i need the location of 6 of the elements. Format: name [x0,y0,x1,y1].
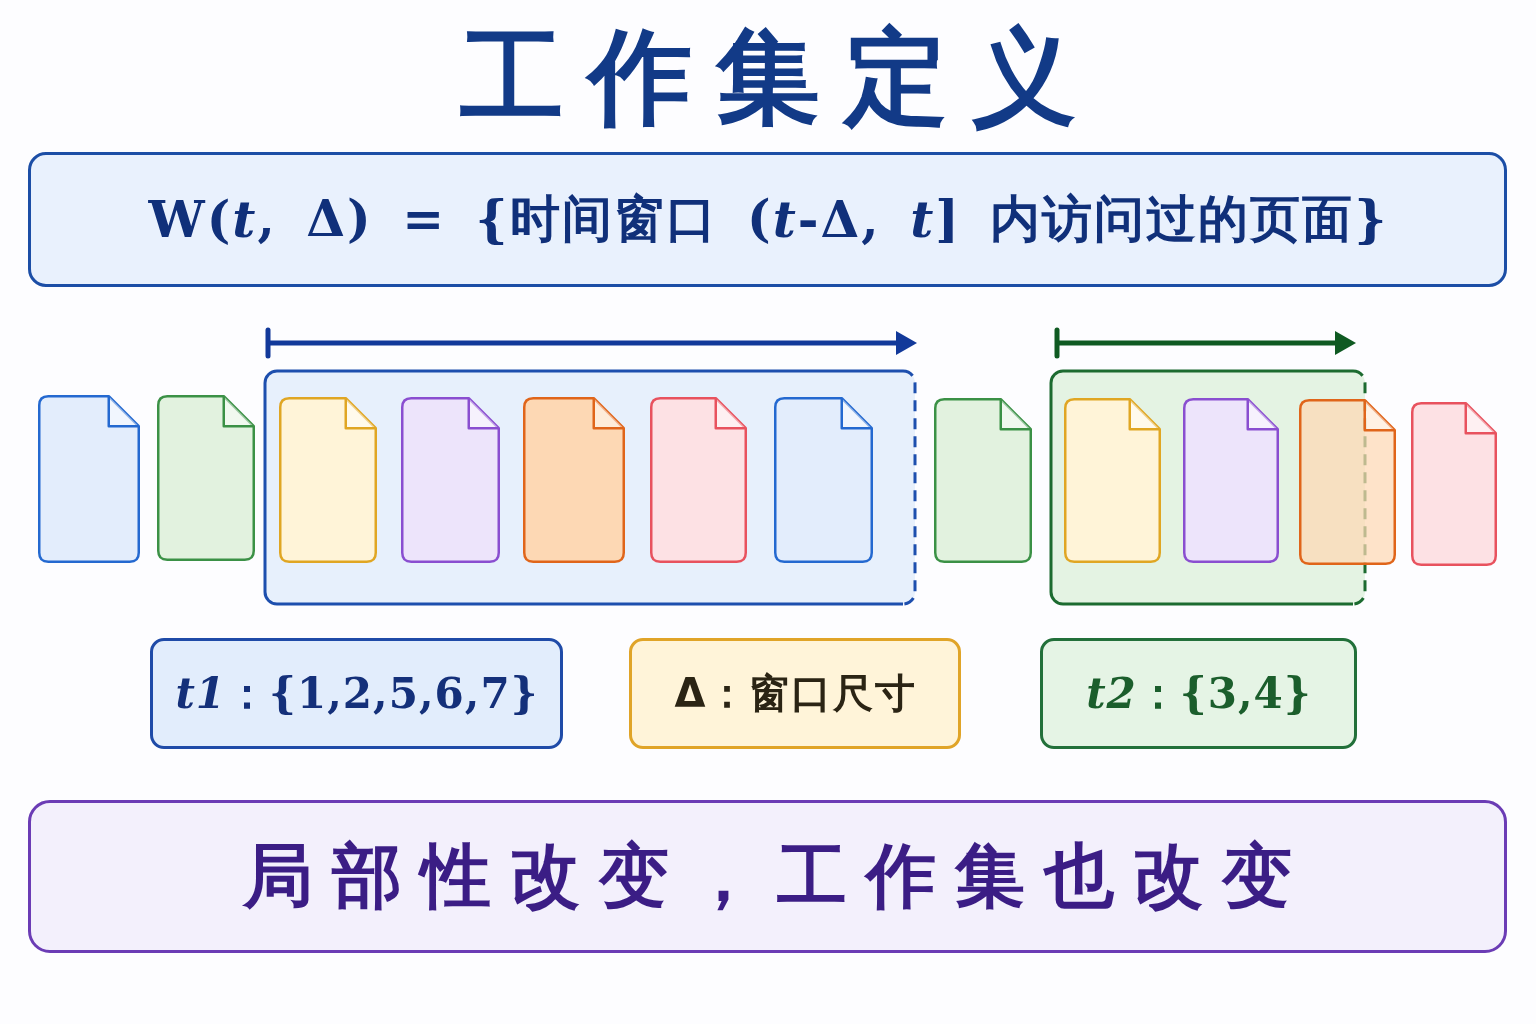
formula-box: W(t, Δ) = {时间窗口 (t-Δ, t] 内访问过的页面} [28,152,1507,287]
summary-box: 局部性改变，工作集也改变 [28,800,1507,953]
set-box: t2：{3,4} [1040,638,1357,749]
title: 工作集定义 [459,18,1100,138]
set-box: t1：{1,2,5,6,7} [150,638,563,749]
window-size-box: Δ：窗口尺寸 [629,638,961,749]
